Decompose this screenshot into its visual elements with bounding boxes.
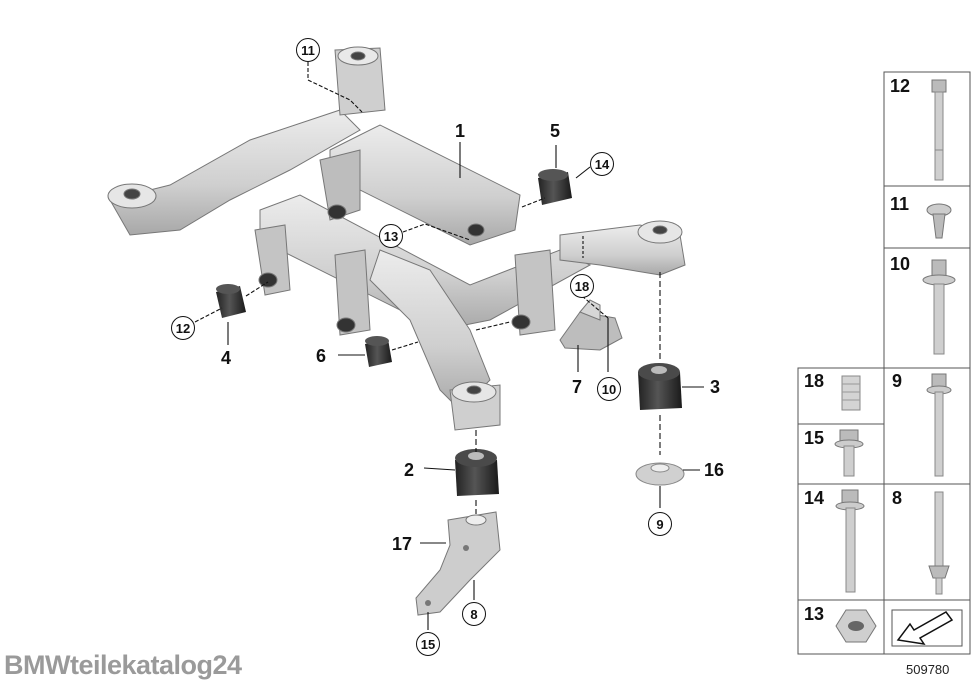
bracket-7 xyxy=(559,299,623,351)
table-number-14: 14 xyxy=(804,488,825,508)
bolt-12-icon xyxy=(931,79,947,181)
bushing-5 xyxy=(538,169,572,205)
nut-13-icon xyxy=(835,609,877,643)
label-4: 4 xyxy=(221,348,232,368)
label-7: 7 xyxy=(572,377,583,397)
table-number-10: 10 xyxy=(890,254,911,274)
diagram-number: 509780 xyxy=(906,662,950,677)
bolt-15-icon xyxy=(834,429,864,477)
circled-label-12: 12 xyxy=(171,316,195,340)
table-number-12: 12 xyxy=(890,76,911,96)
label-17: 17 xyxy=(392,534,413,554)
rear-axle-subframe xyxy=(107,46,686,431)
circled-label-15: 15 xyxy=(416,632,440,656)
watermark: BMWteilekatalog24 xyxy=(4,650,242,680)
table-number-13: 13 xyxy=(804,604,825,624)
clip-11-icon xyxy=(926,203,952,239)
bolt-10-icon xyxy=(922,259,956,355)
table-number-18: 18 xyxy=(804,371,825,391)
circled-label-8: 8 xyxy=(462,602,486,626)
parts-table xyxy=(797,71,971,655)
bracket-17 xyxy=(415,511,501,616)
bolt-14-icon xyxy=(835,489,865,593)
table-number-8: 8 xyxy=(892,488,903,508)
circled-label-14: 14 xyxy=(590,152,614,176)
washer-16 xyxy=(635,462,685,486)
bushing-4 xyxy=(216,284,246,318)
label-2: 2 xyxy=(404,460,415,480)
circled-label-11: 11 xyxy=(296,38,320,62)
circled-label-13: 13 xyxy=(379,224,403,248)
circled-label-9: 9 xyxy=(648,512,672,536)
label-5: 5 xyxy=(550,121,561,141)
label-3: 3 xyxy=(710,377,721,397)
stud-8-icon xyxy=(928,491,950,595)
mount-bushing-2 xyxy=(455,449,499,496)
label-16: 16 xyxy=(704,460,725,480)
bolt-9-icon xyxy=(926,373,952,477)
bushing-6 xyxy=(365,336,392,367)
table-number-15: 15 xyxy=(804,428,825,448)
leader-lines xyxy=(194,62,704,630)
circled-label-18: 18 xyxy=(570,274,594,298)
label-1: 1 xyxy=(455,121,466,141)
label-6: 6 xyxy=(316,346,327,366)
arrow-icon xyxy=(891,609,963,647)
table-number-9: 9 xyxy=(892,371,903,391)
mount-bushing-3 xyxy=(638,363,682,410)
thread-insert-18-icon xyxy=(841,375,861,411)
circled-label-10: 10 xyxy=(597,377,621,401)
table-number-11: 11 xyxy=(890,194,910,214)
